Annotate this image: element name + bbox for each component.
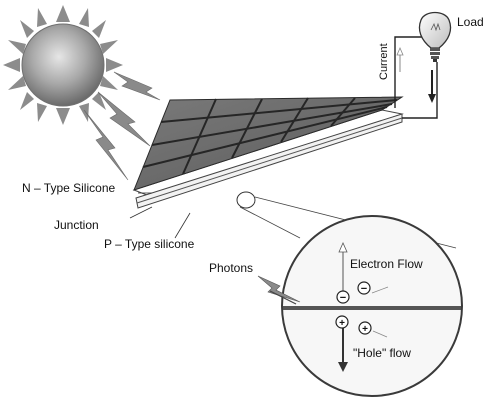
svg-text:−: − [361, 283, 367, 295]
photons-label: Photons [209, 261, 253, 275]
label-pointers [129, 192, 191, 239]
sun-rays [83, 71, 161, 181]
svg-text:+: + [339, 318, 345, 329]
magnifier-callout: − − + + [236, 191, 463, 397]
svg-text:−: − [340, 292, 346, 304]
panel-surface [133, 96, 404, 191]
junction-label: Junction [54, 218, 99, 232]
callout-source-circle [236, 191, 256, 209]
svg-text:+: + [362, 324, 368, 335]
ray-3 [83, 109, 129, 181]
junction-line [136, 117, 403, 204]
electron-particle: − [336, 290, 350, 304]
current-arrows [396, 46, 436, 103]
hole-particle: + [335, 315, 349, 329]
electron-particle: − [357, 281, 389, 295]
load-label: Load [457, 15, 484, 29]
n-type-label: N – Type Silicone [22, 181, 115, 195]
ray-1 [113, 71, 161, 101]
circuit-wire [394, 36, 438, 119]
hole-flow-label: "Hole" flow [353, 346, 411, 360]
sun-icon [3, 5, 123, 125]
electron-flow-label: Electron Flow [350, 257, 423, 271]
p-type-label: P – Type silicone [104, 237, 195, 251]
ray-2 [97, 91, 151, 147]
panel-grid [142, 97, 398, 175]
solar-panel [132, 96, 404, 209]
photon-ray [257, 275, 301, 303]
lightbulb-icon [418, 11, 452, 62]
hole-flow-arrow [338, 325, 348, 372]
current-label: Current [378, 43, 390, 80]
hole-particle: + [358, 321, 388, 338]
